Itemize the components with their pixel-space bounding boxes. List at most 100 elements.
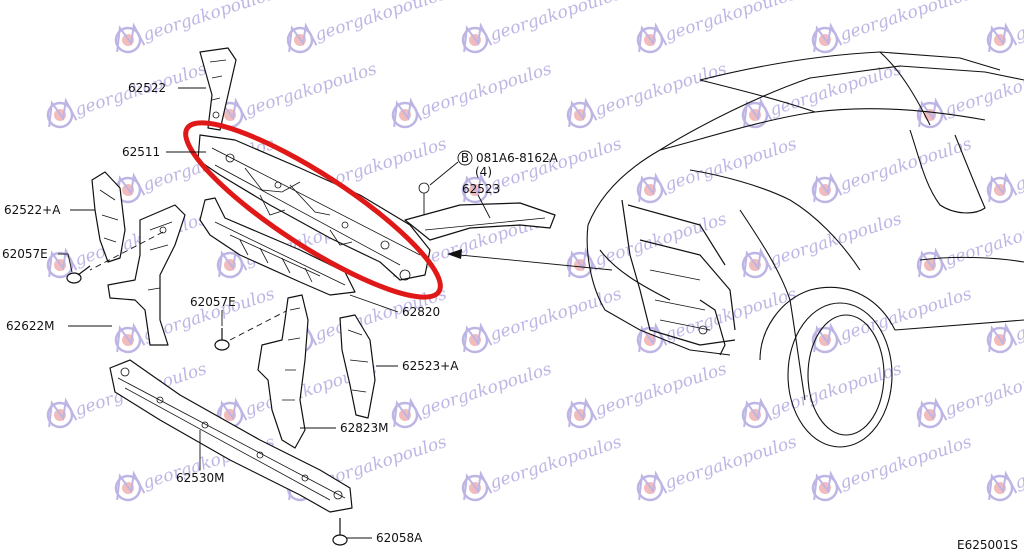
watermark-logo-icon: [46, 247, 78, 279]
watermark-text: georgakopoulos: [487, 0, 624, 46]
watermark: georgakopoulos: [636, 134, 799, 204]
watermark-text: georgakopoulos: [837, 432, 974, 494]
watermark: georgakopoulos: [216, 59, 379, 129]
watermark: georgakopoulos: [811, 432, 974, 502]
part-62820-lower-support: [199, 197, 356, 296]
watermark: georgakopoulos: [811, 0, 974, 54]
bolt-circle-icon: [457, 150, 473, 166]
watermark: georgakopoulos: [636, 0, 799, 54]
watermark-logo-icon: [216, 397, 248, 429]
label-62057e-left: 62057E: [2, 247, 48, 261]
watermark-text: georgakopoulos: [942, 359, 1024, 421]
watermark: georgakopoulos: [916, 209, 1024, 279]
watermark-logo-icon: [741, 397, 773, 429]
label-62522: 62522: [128, 81, 166, 95]
watermark-logo-icon: [916, 247, 948, 279]
watermark-logo-icon: [916, 397, 948, 429]
watermark: georgakopoulos: [916, 59, 1024, 129]
fastener-62058a: [332, 518, 348, 546]
watermark-logo-icon: [114, 470, 146, 502]
watermark-text: georgakopoulos: [140, 0, 277, 46]
watermark: georgakopoulos: [286, 0, 449, 54]
part-62523-arm: [404, 182, 556, 241]
part-62823m-center-bracket: [257, 294, 309, 449]
diagram-code: E625001S: [957, 538, 1018, 552]
leader-lines: [58, 87, 491, 539]
watermark: georgakopoulos: [986, 284, 1024, 354]
bolt-qty: (4): [475, 165, 492, 179]
watermark-logo-icon: [741, 247, 773, 279]
watermark: georgakopoulos: [916, 359, 1024, 429]
watermark-logo-icon: [461, 172, 493, 204]
watermark: georgakopoulos: [986, 0, 1024, 54]
watermark: georgakopoulos: [461, 284, 624, 354]
watermark: georgakopoulos: [391, 59, 554, 129]
watermark-logo-icon: [114, 22, 146, 54]
watermark: georgakopoulos: [114, 0, 277, 54]
watermark-logo-icon: [461, 322, 493, 354]
watermark: georgakopoulos: [636, 432, 799, 502]
watermark-logo-icon: [636, 172, 668, 204]
bolt-circle-letter: B: [461, 151, 469, 165]
watermark: georgakopoulos: [811, 134, 974, 204]
watermark: georgakopoulos: [566, 359, 729, 429]
watermark-logo-icon: [811, 470, 843, 502]
watermark-text: georgakopoulos: [242, 59, 379, 121]
part-62511-upper-support: [197, 134, 431, 281]
watermark-logo-icon: [566, 97, 598, 129]
watermark: georgakopoulos: [461, 432, 624, 502]
watermark-logo-icon: [986, 172, 1018, 204]
watermark-text: georgakopoulos: [487, 432, 624, 494]
watermark-logo-icon: [391, 397, 423, 429]
watermark: georgakopoulos: [741, 209, 904, 279]
watermark: georgakopoulos: [741, 59, 904, 129]
watermark-text: georgakopoulos: [662, 0, 799, 46]
watermark-text: georgakopoulos: [662, 134, 799, 196]
part-62622m-side-bracket: [89, 204, 186, 346]
watermark-logo-icon: [286, 22, 318, 54]
label-62057e-mid: 62057E: [190, 295, 236, 309]
watermark-logo-icon: [741, 97, 773, 129]
watermark-text: georgakopoulos: [1012, 134, 1024, 196]
watermark-logo-icon: [46, 97, 78, 129]
watermark: georgakopoulos: [46, 59, 209, 129]
watermark-text: georgakopoulos: [1012, 0, 1024, 46]
watermark-text: georgakopoulos: [592, 359, 729, 421]
part-62523a-side-piece: [339, 314, 376, 419]
watermark-logo-icon: [636, 322, 668, 354]
label-62523: 62523: [462, 182, 500, 196]
label-62820: 62820: [402, 305, 440, 319]
watermark-logo-icon: [461, 470, 493, 502]
watermark-logo-icon: [636, 22, 668, 54]
bolt-code: 081A6-8162A: [476, 151, 559, 165]
watermark-text: georgakopoulos: [592, 59, 729, 121]
watermark-logo-icon: [986, 322, 1018, 354]
watermark-text: georgakopoulos: [1012, 432, 1024, 494]
watermark-logo-icon: [986, 470, 1018, 502]
watermark-text: georgakopoulos: [662, 432, 799, 494]
watermark: georgakopoulos: [741, 359, 904, 429]
watermark-text: georgakopoulos: [942, 59, 1024, 121]
watermark: georgakopoulos: [636, 284, 799, 354]
watermark-logo-icon: [811, 22, 843, 54]
label-62511: 62511: [122, 145, 160, 159]
part-62522a-side-piece: [91, 171, 126, 263]
label-62823m: 62823M: [340, 421, 389, 435]
watermark: georgakopoulos: [986, 134, 1024, 204]
watermark-logo-icon: [811, 172, 843, 204]
part-62530m-lower-member: [109, 359, 353, 513]
highlight-ellipse: [183, 120, 443, 300]
watermark-logo-icon: [636, 470, 668, 502]
label-62522a: 62522+A: [4, 203, 61, 217]
vehicle-front-view: [586, 51, 1024, 448]
watermark-logo-icon: [114, 322, 146, 354]
watermark-text: georgakopoulos: [1012, 284, 1024, 346]
label-62523a: 62523+A: [402, 359, 459, 373]
watermark-text: georgakopoulos: [487, 284, 624, 346]
label-62058a: 62058A: [376, 531, 423, 545]
callout-arrow: [447, 249, 613, 271]
label-62622m: 62622M: [6, 319, 55, 333]
watermark-logo-icon: [46, 397, 78, 429]
watermark-logo-icon: [216, 247, 248, 279]
watermark-logo-icon: [566, 397, 598, 429]
